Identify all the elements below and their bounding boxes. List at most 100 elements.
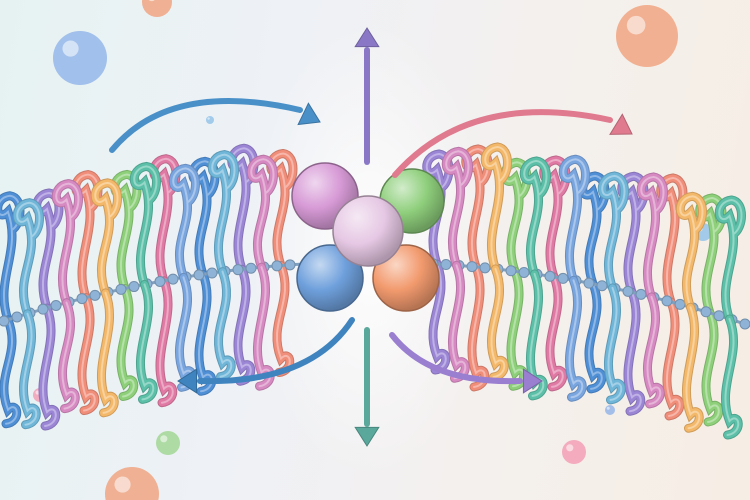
floating-bubble bbox=[156, 431, 180, 455]
lipid-tail-upper-shine bbox=[484, 145, 509, 270]
arrow-top-left bbox=[109, 98, 303, 153]
floating-bubble bbox=[53, 31, 107, 85]
lipid-tail-lower-shine bbox=[646, 295, 662, 405]
lipid-tail-upper-shine bbox=[55, 182, 80, 304]
lipid-tail-lower-shine bbox=[61, 301, 77, 410]
floating-bubble bbox=[206, 116, 214, 124]
backbone-bead bbox=[11, 311, 23, 323]
arrow-bottom-right-head bbox=[522, 368, 543, 394]
backbone-bead bbox=[284, 259, 296, 271]
backbone-bead bbox=[167, 273, 179, 285]
backbone-bead bbox=[0, 315, 10, 327]
lipid-tail-upper-shine bbox=[640, 175, 665, 298]
bubble-highlight bbox=[160, 435, 168, 443]
lipid-tail-lower-shine bbox=[529, 272, 545, 397]
lipid-tail-upper-shine bbox=[172, 167, 197, 279]
arrow-top-right bbox=[392, 109, 613, 178]
backbone-bead bbox=[596, 280, 608, 292]
protein-cluster bbox=[291, 162, 445, 312]
backbone-bead bbox=[557, 272, 569, 284]
lipid-tail-upper-shine bbox=[16, 201, 41, 315]
arrow-top-left-head bbox=[297, 102, 321, 126]
lipid-tail-lower-shine bbox=[451, 264, 467, 380]
lipid-tail-lower-shine bbox=[159, 279, 174, 404]
backbone-bead bbox=[700, 306, 712, 318]
backbone-bead bbox=[583, 277, 595, 289]
lipid-tail-lower-shine bbox=[217, 270, 233, 378]
backbone-bead bbox=[89, 289, 101, 301]
lipid-tail-lower-shine bbox=[237, 268, 252, 383]
floating-bubble bbox=[105, 467, 159, 500]
flow-arrows bbox=[109, 27, 633, 447]
bubble-highlight bbox=[566, 444, 574, 452]
floating-bubble bbox=[142, 0, 172, 17]
lipid-tail-lower-shine bbox=[588, 282, 603, 390]
lipid-tail-lower-shine bbox=[549, 275, 564, 388]
backbone-bead bbox=[739, 318, 750, 330]
lipid-tail-lower-shine bbox=[100, 291, 116, 414]
lipid-tail-lower-shine bbox=[120, 287, 135, 398]
lipid-tail-lower-shine bbox=[724, 317, 740, 436]
blue-sphere bbox=[296, 244, 364, 312]
backbone-bead bbox=[674, 298, 686, 310]
backbone-bead bbox=[635, 288, 647, 300]
lipid-strands-front bbox=[12, 142, 746, 440]
bubble-highlight bbox=[62, 40, 79, 57]
arrow-bottom-left-head bbox=[177, 368, 198, 394]
arrow-down-head bbox=[354, 426, 380, 447]
lipid-tail-upper-shine bbox=[133, 165, 158, 286]
lipid-tail-lower-shine bbox=[22, 312, 38, 426]
backbone-bead bbox=[245, 262, 257, 274]
backbone-bead bbox=[505, 265, 517, 277]
bubble-highlight bbox=[114, 476, 131, 493]
floating-bubble bbox=[562, 440, 586, 464]
backbone-bead bbox=[50, 299, 62, 311]
backbone-bead bbox=[479, 262, 491, 274]
backbone-bead bbox=[154, 275, 166, 287]
lipid-tail-upper-shine bbox=[523, 159, 548, 275]
lipid-tail-lower-shine bbox=[568, 279, 584, 399]
lipid-tail-lower-shine bbox=[685, 306, 701, 430]
lipid-tail-lower-shine bbox=[432, 262, 447, 371]
lipid-tail-lower-shine bbox=[627, 291, 642, 413]
lipid-tail-lower-shine bbox=[276, 264, 291, 374]
lipid-tail-lower-shine bbox=[81, 296, 96, 412]
lipid-tail-upper-shine bbox=[211, 153, 236, 273]
lipid-tail-upper-shine bbox=[445, 150, 470, 267]
lipid-tail-lower-shine bbox=[42, 306, 57, 427]
backbone-bead bbox=[115, 283, 127, 295]
bubble-highlight bbox=[207, 117, 210, 120]
lipid-tail-lower-shine bbox=[3, 318, 18, 425]
lipid-tail-upper-shine bbox=[562, 158, 587, 282]
backbone-bead bbox=[661, 295, 673, 307]
backbone-bead bbox=[271, 260, 283, 272]
pale-sphere bbox=[332, 195, 404, 267]
backbone-bead bbox=[713, 310, 725, 322]
lipid-tail-lower-shine bbox=[705, 311, 720, 423]
lipid-tail-lower-shine bbox=[139, 283, 155, 401]
lipid-tail-upper-shine bbox=[679, 195, 704, 309]
arrow-up-head bbox=[354, 27, 380, 48]
lipid-tail-upper-shine bbox=[250, 158, 275, 269]
floating-bubble bbox=[605, 405, 615, 415]
backbone-bead bbox=[193, 269, 205, 281]
lipid-tail-lower-shine bbox=[607, 286, 623, 401]
backbone-bead bbox=[622, 285, 634, 297]
backbone-bead bbox=[128, 281, 140, 293]
bubble-highlight bbox=[148, 0, 155, 2]
lipid-tail-lower-shine bbox=[490, 267, 506, 378]
floating-bubble bbox=[616, 5, 678, 67]
backbone-bead bbox=[206, 267, 218, 279]
arrow-bottom-left bbox=[197, 317, 355, 385]
lipid-tail-upper-shine bbox=[601, 174, 626, 289]
backbone-bead bbox=[37, 303, 49, 315]
backbone-bead bbox=[544, 270, 556, 282]
orange-sphere bbox=[372, 244, 440, 312]
bubble-highlight bbox=[606, 406, 610, 410]
backbone-bead bbox=[466, 261, 478, 273]
backbone-bead bbox=[76, 293, 88, 305]
bubble-highlight bbox=[626, 15, 646, 35]
backbone-bead bbox=[518, 266, 530, 278]
